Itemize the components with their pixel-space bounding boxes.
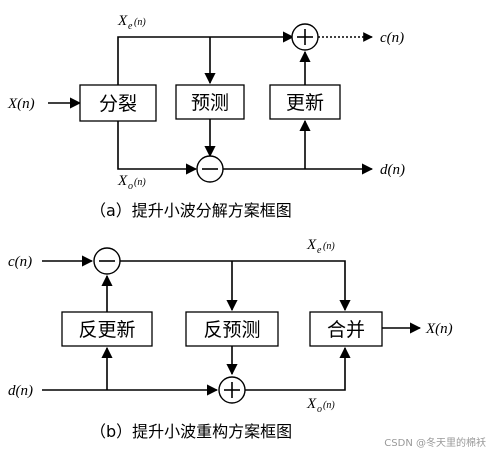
even-path-b: [120, 260, 351, 312]
predict-label: 预测: [191, 92, 229, 114]
even-arg-b: (n): [323, 241, 335, 252]
predict-block: [175, 84, 245, 120]
inverse-update-label: 反更新: [78, 319, 135, 341]
c-label-a: c(n): [380, 30, 404, 46]
d-label-a: d(n): [380, 162, 405, 178]
d-label-b: d(n): [8, 383, 33, 399]
caption-b: （b）提升小波重构方案框图: [90, 422, 292, 441]
odd-path-a: [117, 121, 198, 175]
odd-sub-b: o: [317, 404, 322, 415]
odd-arg-a: (n): [134, 177, 146, 188]
input-label-a: X(n): [7, 96, 35, 112]
merge-block: [309, 311, 383, 347]
split-label: 分裂: [99, 93, 137, 115]
inverse-predict-label: 反预测: [203, 319, 260, 341]
update-label: 更新: [286, 92, 324, 114]
even-label-a: X: [117, 13, 128, 29]
output-label-b: X(n): [425, 321, 453, 337]
diagram-a: X(n) 分裂 X e (n) 预测 X o (n) d(n) 更新: [7, 13, 405, 220]
odd-label-a: X: [117, 173, 128, 189]
even-sub-a: e: [128, 21, 133, 32]
odd-arg-b: (n): [323, 400, 335, 411]
odd-label-b: X: [306, 396, 317, 412]
watermark: CSDN @冬天里的棉袄: [384, 436, 486, 449]
even-label-b: X: [306, 237, 317, 253]
c-label-b: c(n): [8, 254, 32, 270]
inverse-update-block: [61, 311, 153, 347]
caption-a: （a）提升小波分解方案框图: [90, 201, 292, 220]
even-arg-a: (n): [134, 17, 146, 28]
diagram-b: c(n) X e (n) 反更新 反预测 合并 X(n) d(n): [8, 237, 453, 441]
odd-sub-a: o: [128, 181, 133, 192]
merge-label: 合并: [327, 319, 365, 341]
even-sub-b: e: [317, 245, 322, 256]
odd-path-b: [245, 346, 351, 391]
even-path-a: [117, 31, 295, 85]
